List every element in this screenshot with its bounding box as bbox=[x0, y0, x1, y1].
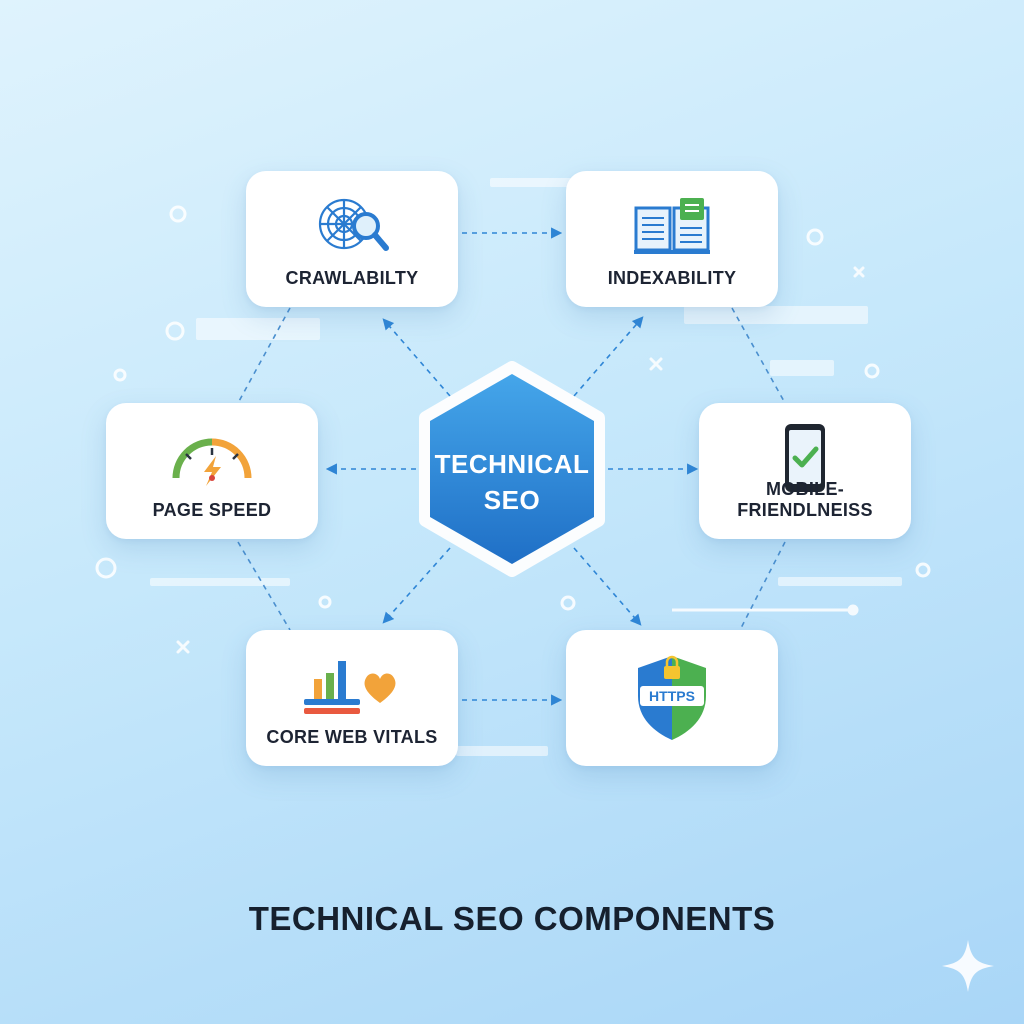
component-card-core-web-vitals: CORE WEB VITALS bbox=[246, 630, 458, 766]
component-label: CRAWLABILTY bbox=[285, 268, 419, 288]
background-crosses bbox=[176, 266, 865, 654]
smartphone-check-icon bbox=[699, 423, 911, 493]
sparkle-icon bbox=[942, 940, 994, 992]
component-label: CORE WEB VITALS bbox=[266, 727, 438, 747]
top-bottom-connectors bbox=[462, 227, 563, 706]
center-hexagon bbox=[419, 361, 605, 577]
speedometer-icon bbox=[106, 423, 318, 493]
spider-web-magnifier-icon bbox=[246, 191, 458, 261]
component-label: PAGE SPEED bbox=[152, 500, 272, 520]
component-card-mobile-friendliness: MOBILE-FRIENDLNEISS bbox=[699, 403, 911, 539]
component-card-indexability: INDEXABILITY bbox=[566, 171, 778, 307]
center-label-line2: SEO bbox=[483, 485, 541, 515]
background-slider-line bbox=[672, 604, 859, 616]
https-badge-text: HTTPS bbox=[649, 688, 695, 704]
component-card-crawlability: CRAWLABILTY bbox=[246, 171, 458, 307]
center-label-line1: TECHNICAL bbox=[434, 449, 590, 479]
center-node: TECHNICAL SEO bbox=[412, 362, 612, 582]
ring-connectors bbox=[237, 307, 786, 631]
component-card-page-speed: PAGE SPEED bbox=[106, 403, 318, 539]
open-book-icon bbox=[566, 191, 778, 261]
background-decorations bbox=[150, 178, 902, 756]
bar-chart-heart-icon bbox=[246, 650, 458, 720]
component-label: INDEXABILITY bbox=[607, 268, 737, 288]
https-shield-icon: HTTPS bbox=[566, 652, 778, 744]
center-arrows bbox=[325, 316, 699, 626]
diagram-title: TECHNICAL SEO COMPONENTS bbox=[248, 900, 776, 937]
component-label: MOBILE-FRIENDLNEISS bbox=[737, 479, 873, 520]
component-card-https: HTTPS bbox=[566, 630, 778, 766]
background-circles bbox=[95, 205, 931, 611]
center-label: TECHNICAL SEO bbox=[412, 446, 612, 518]
